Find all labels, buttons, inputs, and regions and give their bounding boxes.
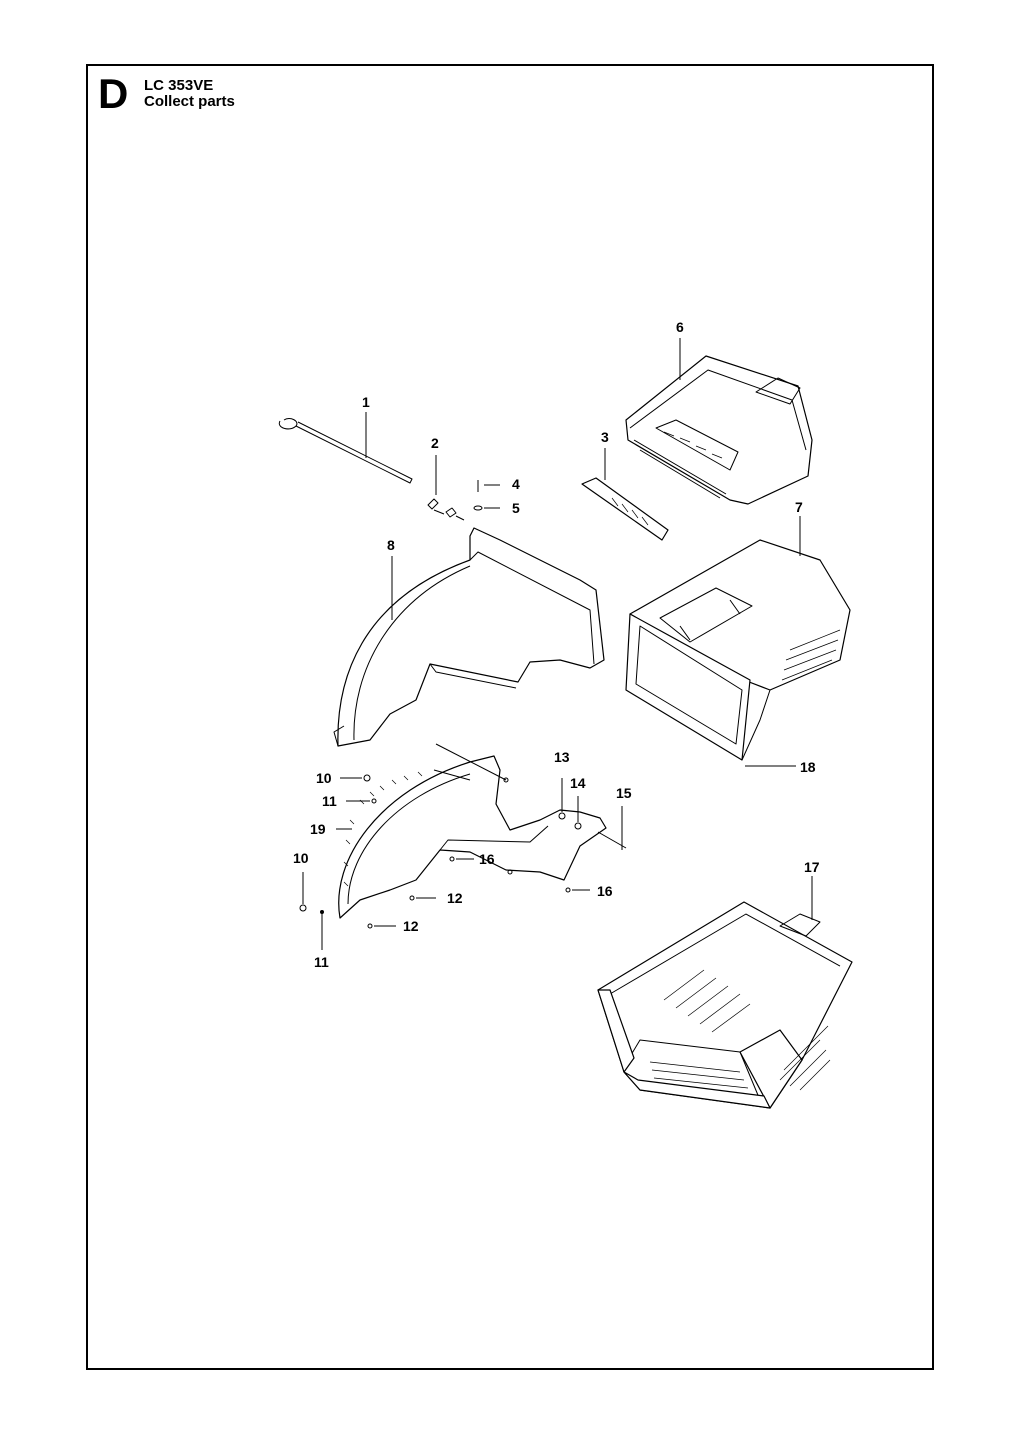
callout-11-lower: 11 [314, 954, 329, 970]
part-2-spring [427, 455, 465, 521]
callout-16-right: 16 [597, 883, 613, 899]
callout-labels: 1 2 3 4 5 6 7 8 10 11 19 10 11 12 12 13 … [293, 319, 820, 970]
part-3-handle [581, 448, 669, 541]
callout-10-upper: 10 [316, 770, 332, 786]
diagram-frame [86, 64, 934, 1370]
callout-5: 5 [512, 500, 520, 516]
part-8-upper-chute [333, 527, 605, 747]
part-19-lower-chute [336, 755, 607, 919]
callout-8: 8 [387, 537, 395, 553]
callout-3: 3 [601, 429, 609, 445]
callout-4: 4 [512, 476, 520, 492]
part-1-rod [278, 412, 413, 484]
part-6-top-cover [625, 338, 813, 505]
callout-14: 14 [570, 775, 586, 791]
section-letter: D [98, 70, 129, 117]
part-7-collector-frame [625, 516, 851, 767]
callout-7: 7 [795, 499, 803, 515]
callout-10-lower: 10 [293, 850, 309, 866]
callout-17: 17 [804, 859, 820, 875]
callout-12-upper: 12 [447, 890, 463, 906]
callout-18: 18 [800, 759, 816, 775]
callout-1: 1 [362, 394, 370, 410]
callout-2: 2 [431, 435, 439, 451]
fasteners [299, 743, 627, 950]
part-17-basket [597, 876, 853, 1109]
model-name: LC 353VE [144, 77, 214, 94]
callout-6: 6 [676, 319, 684, 335]
part-4-5-screw-washer [473, 480, 500, 511]
callout-16-left: 16 [479, 851, 495, 867]
callout-19: 19 [310, 821, 326, 837]
callout-11-upper: 11 [322, 793, 337, 809]
callout-13: 13 [554, 749, 570, 765]
callout-15: 15 [616, 785, 632, 801]
callout-12-lower: 12 [403, 918, 419, 934]
diagram-title: Collect parts [144, 93, 235, 110]
